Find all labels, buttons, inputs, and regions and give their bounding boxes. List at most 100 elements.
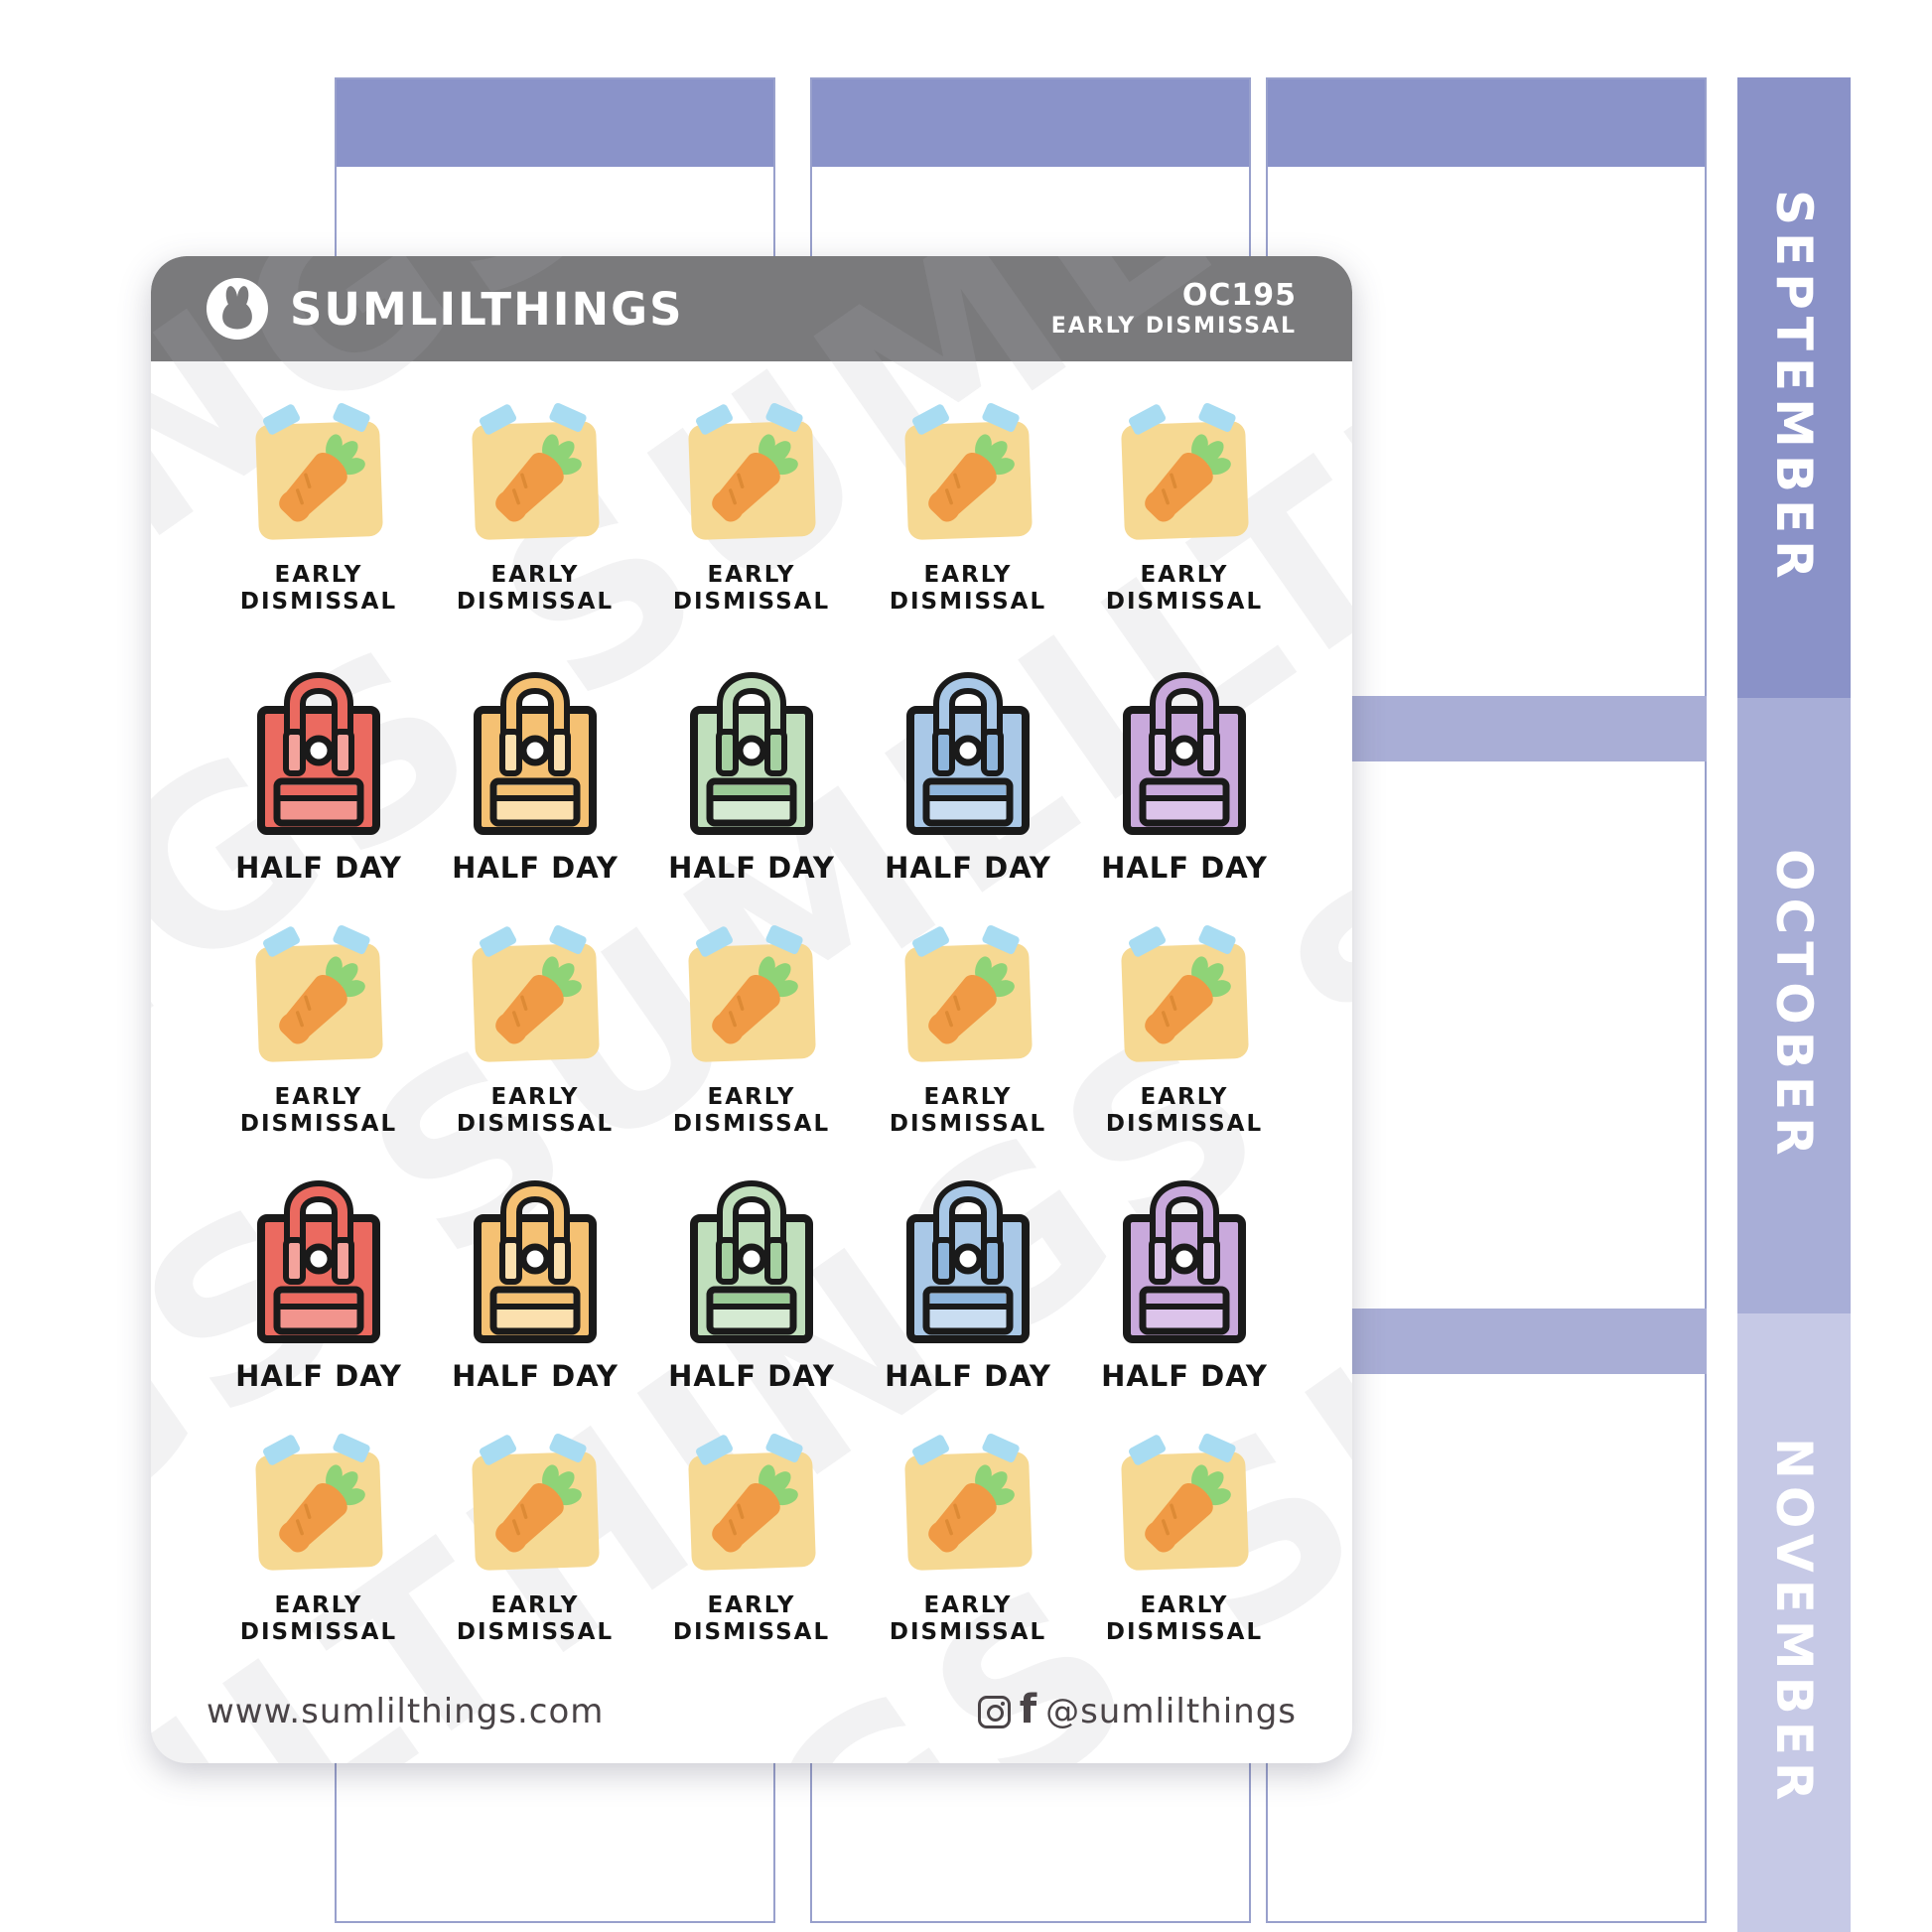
backpack-icon: [1115, 1161, 1254, 1349]
half-day-sticker: HALF DAY: [860, 658, 1076, 919]
sticker-label: HALF DAY: [668, 851, 835, 885]
sticker-label: HALF DAY: [668, 1359, 835, 1393]
sticker-label: HALF DAY: [1101, 851, 1268, 885]
month-tab-strip: SEPTEMBER OCTOBER NOVEMBER: [1737, 77, 1851, 1932]
backpack-icon: [1115, 652, 1254, 841]
half-day-sticker: HALF DAY: [210, 1167, 427, 1428]
half-day-sticker: HALF DAY: [1076, 658, 1293, 919]
carrot-lunch-bag-icon: [461, 1428, 610, 1585]
carrot-lunch-bag-icon: [894, 397, 1042, 554]
half-day-sticker: HALF DAY: [643, 658, 860, 919]
instagram-lens: [987, 1705, 1005, 1722]
month-tab-october: OCTOBER: [1737, 698, 1851, 1313]
half-day-sticker: HALF DAY: [1076, 1167, 1293, 1428]
planner-column-header: [812, 79, 1249, 167]
product-code: OC195: [1181, 278, 1297, 314]
backpack-icon: [466, 1161, 605, 1349]
backpack-icon: [682, 652, 821, 841]
month-tab-september: SEPTEMBER: [1737, 77, 1851, 698]
sticker-sheet: SUMLILTHINGS SUMLILTHINGS SUMLILTHINGS S…: [151, 256, 1352, 1763]
facebook-icon: f: [1019, 1687, 1037, 1732]
half-day-sticker: HALF DAY: [427, 658, 643, 919]
carrot-lunch-bag-icon: [461, 919, 610, 1076]
month-tab-label: NOVEMBER: [1765, 1438, 1823, 1808]
carrot-lunch-bag-icon: [677, 1428, 826, 1585]
month-tab-november: NOVEMBER: [1737, 1313, 1851, 1932]
backpack-icon: [682, 1161, 821, 1349]
carrot-lunch-bag-icon: [244, 397, 393, 554]
half-day-sticker: HALF DAY: [860, 1167, 1076, 1428]
instagram-icon: [977, 1695, 1011, 1728]
sheet-footer: www.sumlilthings.com f @sumlilthings: [207, 1687, 1297, 1732]
sticker-row: HALF DAY HALF DAY HALF DAY HALF DAY: [210, 1167, 1293, 1428]
sticker-row: HALF DAY HALF DAY HALF DAY HALF DAY: [210, 658, 1293, 919]
website-url: www.sumlilthings.com: [207, 1692, 605, 1731]
sheet-header: SUMLILTHINGS SUMLILTHINGS SUMLILTHINGS S…: [151, 256, 1352, 361]
carrot-lunch-bag-icon: [1110, 397, 1259, 554]
sticker-label: HALF DAY: [452, 1359, 619, 1393]
backpack-icon: [898, 652, 1037, 841]
carrot-lunch-bag-icon: [677, 919, 826, 1076]
planner-column-header: [337, 79, 773, 167]
carrot-lunch-bag-icon: [894, 919, 1042, 1076]
sticker-label: HALF DAY: [885, 851, 1051, 885]
product-name: EARLY DISMISSAL: [1050, 313, 1297, 339]
backpack-icon: [249, 1161, 388, 1349]
month-tab-label: SEPTEMBER: [1765, 190, 1823, 586]
instagram-dot: [1000, 1701, 1005, 1706]
half-day-sticker: HALF DAY: [643, 1167, 860, 1428]
brand-title: SUMLILTHINGS: [290, 282, 684, 336]
planner-column-header: [1268, 79, 1705, 167]
carrot-lunch-bag-icon: [461, 397, 610, 554]
carrot-lunch-bag-icon: [1110, 919, 1259, 1076]
bunny-logo-icon: [207, 278, 268, 340]
carrot-lunch-bag-icon: [677, 397, 826, 554]
carrot-lunch-bag-icon: [894, 1428, 1042, 1585]
half-day-sticker: HALF DAY: [427, 1167, 643, 1428]
social-handle: @sumlilthings: [1045, 1692, 1297, 1731]
month-tab-label: OCTOBER: [1765, 849, 1823, 1163]
sticker-label: HALF DAY: [235, 1359, 402, 1393]
backpack-icon: [898, 1161, 1037, 1349]
carrot-lunch-bag-icon: [1110, 1428, 1259, 1585]
backpack-icon: [249, 652, 388, 841]
sticker-label: HALF DAY: [885, 1359, 1051, 1393]
sticker-label: HALF DAY: [235, 851, 402, 885]
carrot-lunch-bag-icon: [244, 919, 393, 1076]
sticker-label: HALF DAY: [1101, 1359, 1268, 1393]
backpack-icon: [466, 652, 605, 841]
